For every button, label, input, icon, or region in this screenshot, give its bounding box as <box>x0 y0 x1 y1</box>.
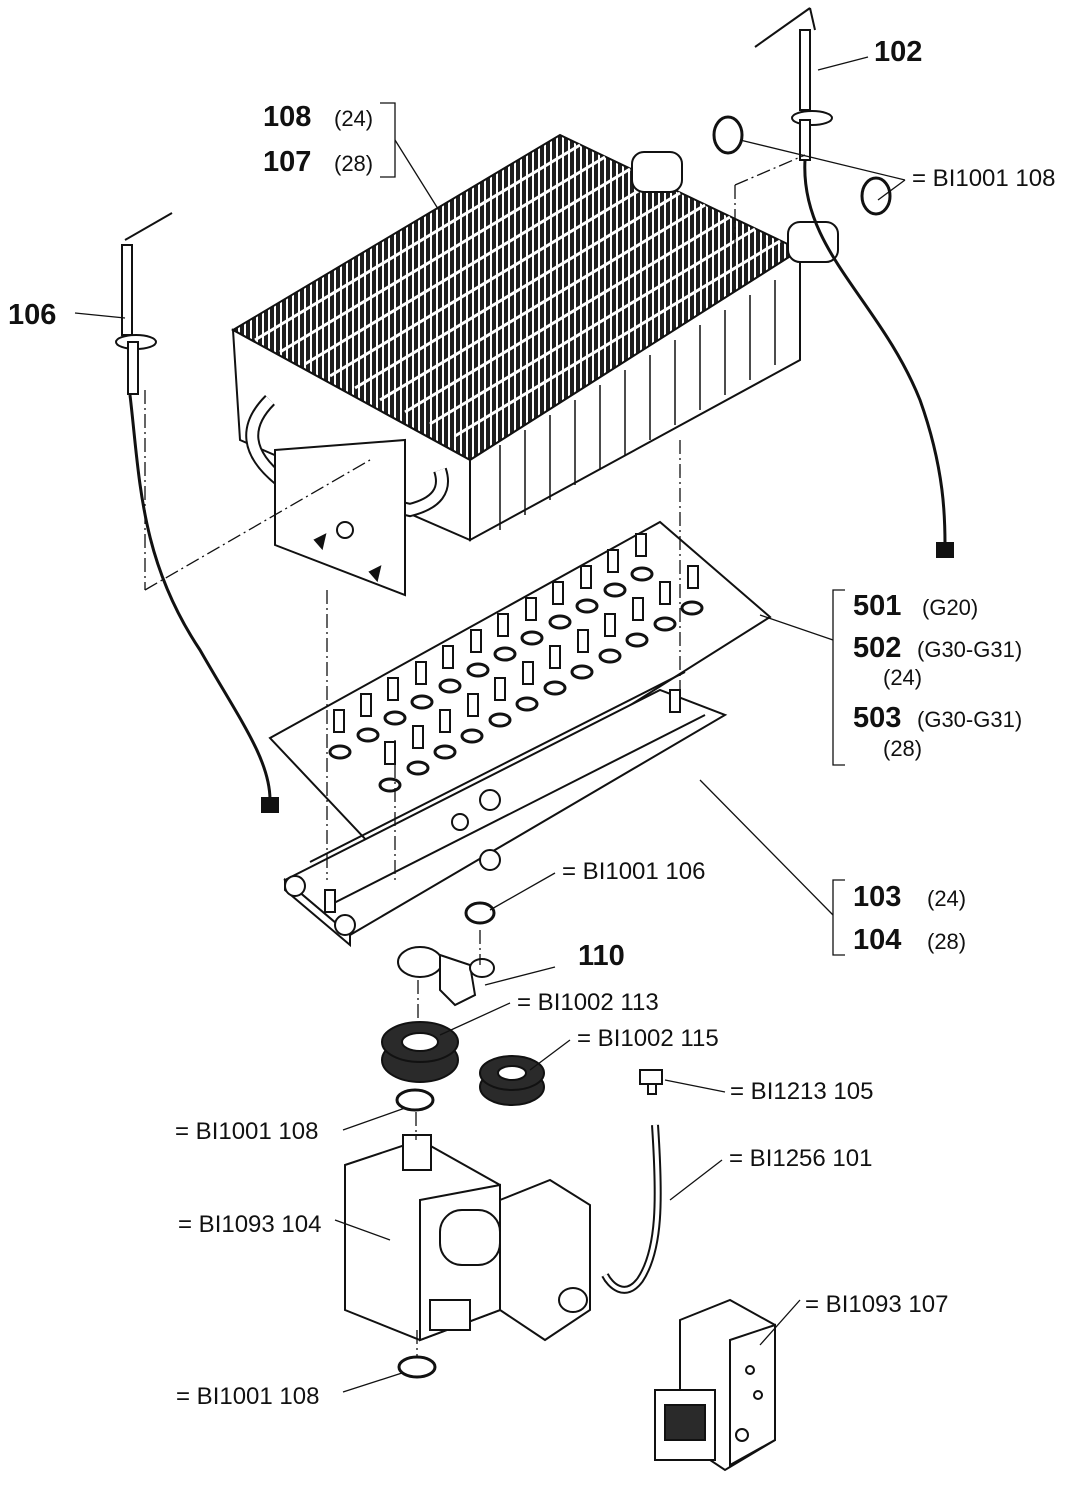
variant-label-108: (24) <box>334 106 374 131</box>
elbow-fitting-110 <box>397 946 495 1007</box>
part-label-104: 104 <box>853 924 902 956</box>
seal-ring-108a <box>395 1088 435 1112</box>
ignition-unit <box>654 1298 776 1472</box>
nipple-105 <box>639 1069 663 1095</box>
ref-label-bl1256-101: = BI1256 101 <box>729 1145 873 1172</box>
electrode-106 <box>115 212 279 813</box>
heat-exchanger <box>230 133 839 597</box>
part-label-106: 106 <box>8 299 57 331</box>
part-label-107: 107 <box>263 146 312 178</box>
variant-label-103: (24) <box>927 886 967 911</box>
part-label-103: 103 <box>853 881 902 913</box>
gas-valve <box>344 1134 591 1342</box>
part-label-108: 108 <box>263 101 312 133</box>
ref-label-bl1002-113: = BI1002 113 <box>517 989 659 1016</box>
grommet-115 <box>479 1055 545 1106</box>
ref-label-bl1001-108-upper: = BI1001 108 <box>175 1118 319 1145</box>
seal-ring-108b <box>397 1355 437 1379</box>
grommet-113 <box>381 1021 459 1083</box>
variant-label-501: (G20) <box>922 595 979 620</box>
ref-label-bl1213-105: = BI1213 105 <box>730 1078 874 1105</box>
part-label-102: 102 <box>874 36 923 68</box>
variant-label-107: (28) <box>334 151 374 176</box>
hose-101 <box>601 1124 662 1294</box>
variant-label-503: (G30-G31) <box>917 707 1023 732</box>
part-label-502: 502 <box>853 632 902 664</box>
part-label-503: 503 <box>853 702 902 734</box>
variant-label-502: (G30-G31) <box>917 637 1023 662</box>
size-label-503: (28) <box>883 736 923 761</box>
ref-label-top-seals: = BI1001 108 <box>912 165 1056 192</box>
leader-lines <box>74 56 906 1393</box>
seal-ring-106 <box>464 901 496 925</box>
size-label-502: (24) <box>883 665 923 690</box>
ref-label-bl1002-115: = BI1002 115 <box>577 1025 719 1052</box>
ref-label-bl1093-104: = BI1093 104 <box>178 1211 322 1238</box>
assembly-axes <box>144 154 806 1358</box>
part-label-501: 501 <box>853 590 902 622</box>
ref-label-bl1001-106: = BI1001 106 <box>562 858 706 885</box>
variant-label-104: (28) <box>927 929 967 954</box>
electrode-102 <box>754 7 954 558</box>
seal-rings-top <box>712 115 892 216</box>
ref-label-bl1093-107: = BI1093 107 <box>805 1291 949 1318</box>
ref-label-bl1001-108-lower: = BI1001 108 <box>176 1383 320 1410</box>
part-label-110: 110 <box>578 940 625 972</box>
